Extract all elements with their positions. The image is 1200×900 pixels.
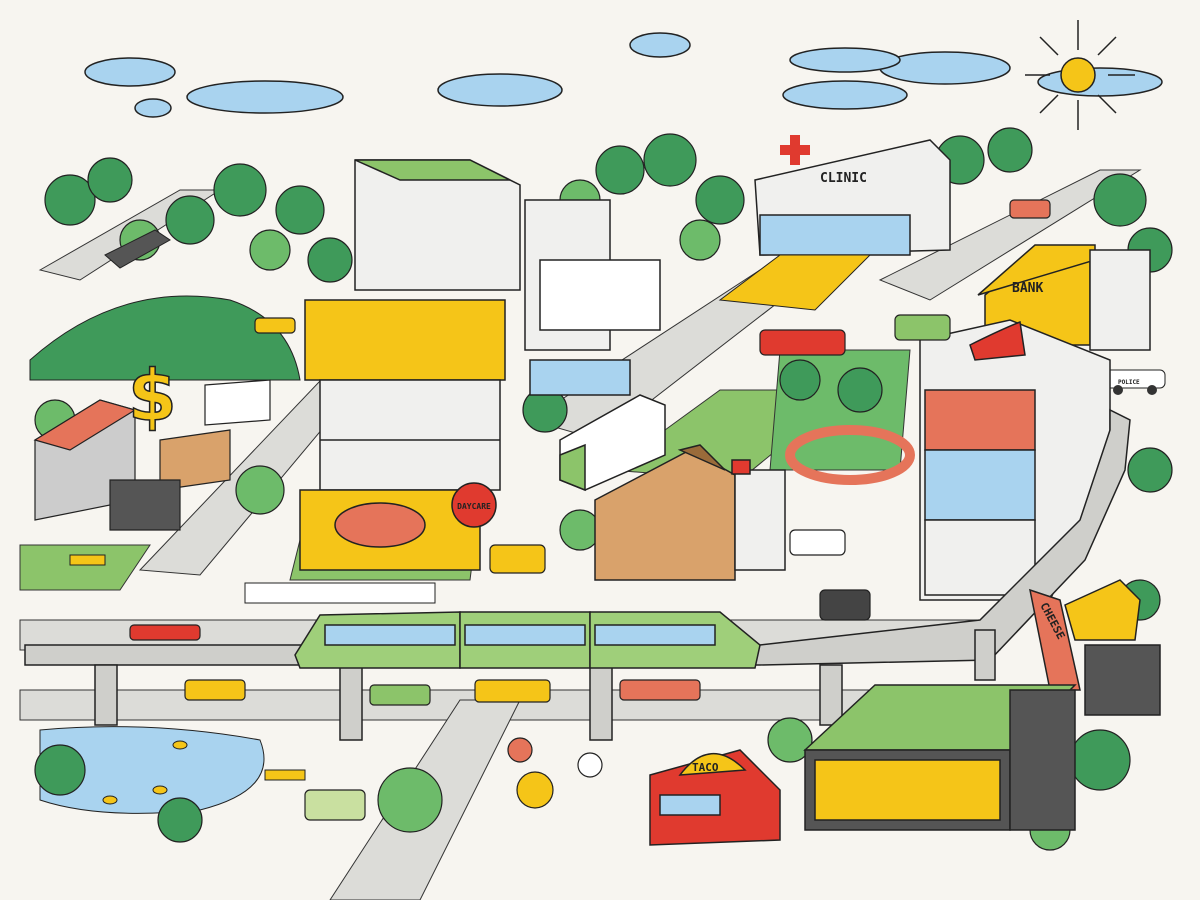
delivery-truck: [104, 229, 171, 269]
taco-sign: TACO: [692, 761, 719, 774]
bank-sign: BANK: [1012, 281, 1043, 296]
cloud: [629, 32, 691, 58]
clouds: [84, 32, 1163, 118]
daycare-label: DAYCARE: [457, 502, 491, 511]
sun-icon: [1025, 20, 1135, 130]
shopping-building: [919, 319, 1111, 601]
cloud: [1037, 67, 1163, 97]
daycare-fence: [244, 582, 436, 604]
basketball-court: [718, 254, 872, 311]
school-building: [594, 444, 786, 581]
cloud: [84, 57, 176, 87]
community-tower: [299, 159, 521, 571]
cheese-shop: [1029, 579, 1161, 716]
trees: [34, 127, 1173, 851]
police-car: POLICE: [1104, 369, 1166, 395]
cars: [129, 199, 1051, 821]
cloud: [186, 80, 344, 114]
elevated-rail: [24, 408, 1131, 741]
cloud: [789, 47, 901, 73]
pond: [39, 726, 265, 814]
cloud: [782, 80, 908, 110]
cloud: [437, 73, 563, 107]
clinic-sign: CLINIC: [820, 171, 867, 186]
dollar-sign-icon: $: [128, 355, 177, 437]
cloud: [879, 51, 1011, 85]
running-track: [785, 425, 915, 485]
cloud: [134, 98, 172, 118]
office-building: [803, 684, 1077, 831]
clinic-building: [754, 135, 951, 256]
police-label: POLICE: [1118, 379, 1140, 386]
train: [294, 611, 761, 669]
houses: [33, 379, 271, 531]
hill: [29, 295, 301, 381]
pool-building: [524, 199, 661, 396]
plaza-tables: [507, 737, 603, 809]
bus: [559, 394, 666, 492]
daycare-sign: DAYCARE: [451, 482, 497, 528]
taco-truck: [649, 749, 781, 846]
park-details: [69, 554, 306, 805]
